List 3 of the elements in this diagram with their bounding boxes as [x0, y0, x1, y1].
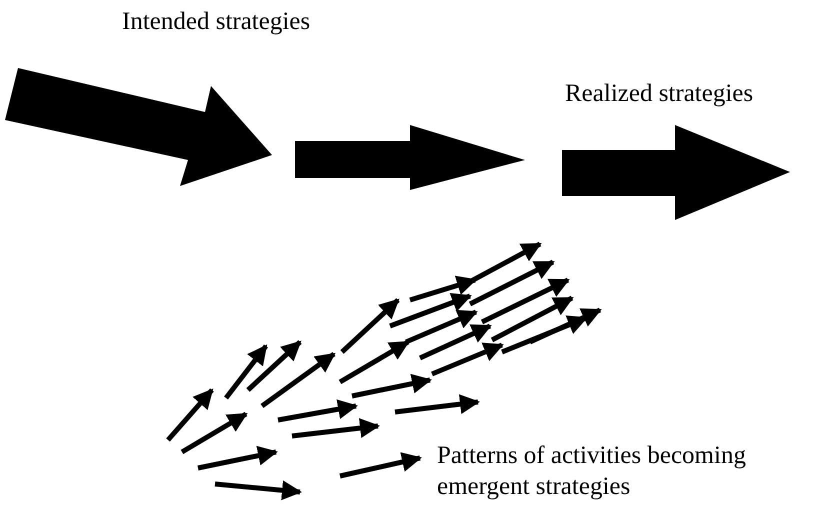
caption-text: Intended strategies — [122, 7, 310, 37]
caption-text: Patterns of activities becoming emergent strategies — [437, 441, 747, 502]
caption-text: Realized strategies — [565, 79, 754, 109]
